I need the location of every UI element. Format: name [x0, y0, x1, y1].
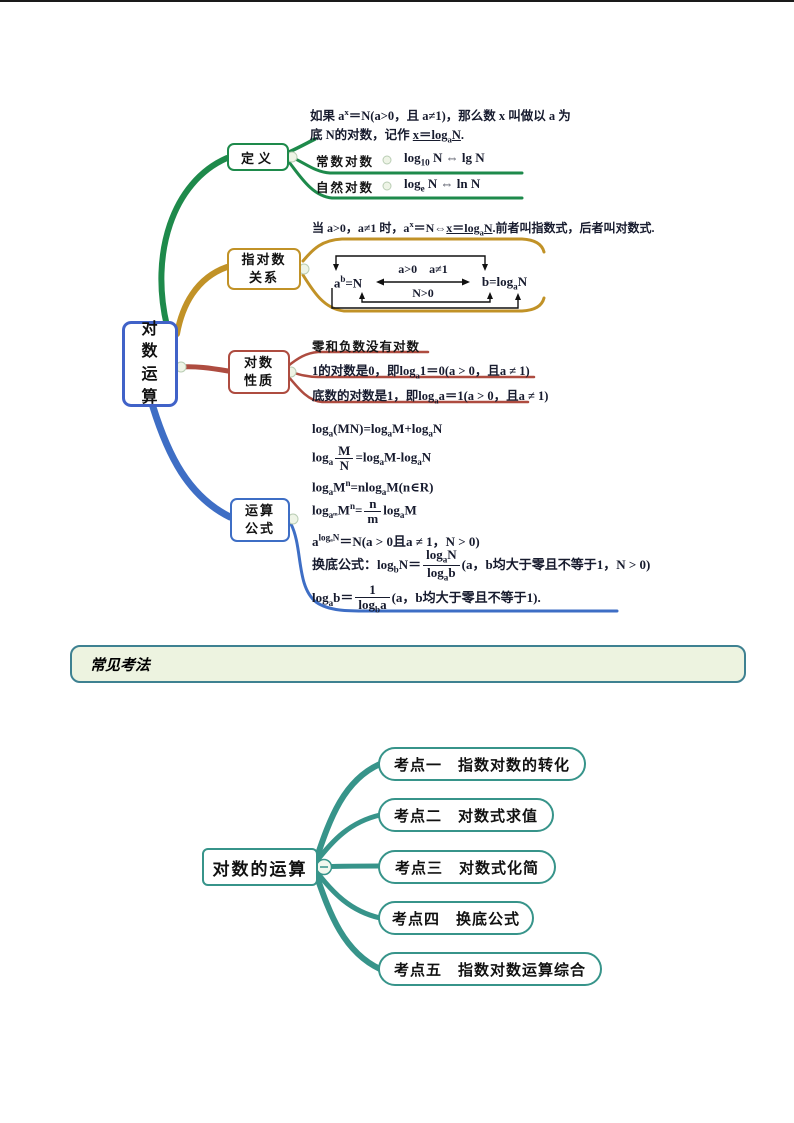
exam-point-1-label: 考点一 指数对数的转化	[393, 757, 570, 774]
exp-log-diagram-arrows	[331, 255, 521, 309]
common-log-formula: log10 N ⇔ lg N	[404, 150, 485, 168]
property-item-3: 底数的对数是1，即logaa＝1(a > 0，且a ≠ 1)	[312, 389, 549, 406]
map2-root-node: 对数的运算	[202, 848, 318, 886]
definition-node: 定义	[227, 143, 289, 171]
definition-text: 如果 ax＝N(a>0，且 a≠1)，那么数 x 叫做以 a 为底 N的对数，记…	[310, 107, 571, 145]
map2-collapse-dot	[315, 858, 333, 876]
page-top-rule	[0, 0, 794, 2]
definition-label: 定义	[240, 150, 275, 166]
map1-root-label: 对 数 运 算	[141, 320, 159, 406]
diagram-exp-form: ab=N	[333, 274, 363, 291]
exam-point-5: 考点五 指数对数运算综合	[378, 952, 602, 986]
diagram-condition-top: a>0 a≠1	[398, 262, 448, 276]
natural-log-label: 自然对数	[316, 181, 375, 195]
map2-root-label: 对数的运算	[212, 859, 308, 879]
log-properties-node: 对数 性质	[228, 350, 290, 394]
diagram-condition-bottom: N>0	[412, 286, 434, 300]
exp-log-diagram: ab=N b=logaN a>0 a≠1 N>0	[322, 250, 537, 312]
operation-formulas-node: 运算 公式	[230, 498, 290, 542]
exam-point-2-label: 考点二 对数式求值	[393, 808, 538, 825]
exam-point-3-label: 考点三 对数式化简	[394, 860, 539, 877]
exp-log-relation-label: 指对数 关系	[241, 252, 287, 285]
section-banner: 常见考法	[70, 645, 746, 683]
common-log-label: 常数对数	[316, 155, 375, 169]
exam-point-3: 考点三 对数式化简	[378, 850, 556, 884]
map1-root-node: 对 数 运 算	[122, 321, 178, 407]
exam-point-1: 考点一 指数对数的转化	[378, 747, 586, 781]
property-item-1: 零和负数没有对数	[312, 340, 421, 354]
log-properties-label: 对数 性质	[243, 355, 274, 388]
exam-point-2: 考点二 对数式求值	[378, 798, 554, 832]
map1-branch-relation	[174, 237, 546, 337]
exam-point-4: 考点四 换底公式	[378, 901, 534, 935]
formula-product: loga(MN)=logaM+logaN	[312, 421, 443, 439]
exp-log-relation-text: 当 a>0，a≠1 时，ax＝N⇔x＝logaN.前者叫指数式，后者叫对数式.	[312, 220, 655, 238]
section-banner-title: 常见考法	[90, 657, 151, 674]
natural-log-formula: loge N ⇔ ln N	[404, 176, 481, 194]
formula-identity: alogₐN＝N(a > 0且a ≠ 1，N > 0)	[312, 532, 480, 549]
exam-point-5-label: 考点五 指数对数运算综合	[393, 962, 586, 979]
exam-point-4-label: 考点四 换底公式	[391, 911, 520, 928]
property-item-2: 1的对数是0，即loga1＝0(a > 0，且a ≠ 1)	[312, 364, 530, 381]
exp-log-relation-node: 指对数 关系	[227, 248, 301, 290]
operation-formulas-label: 运算 公式	[244, 503, 275, 536]
map1-branch-formulas	[149, 403, 619, 613]
diagram-log-form: b=logaN	[481, 274, 528, 292]
formula-power: logaMn=nlogaM(n∈R)	[312, 478, 434, 497]
